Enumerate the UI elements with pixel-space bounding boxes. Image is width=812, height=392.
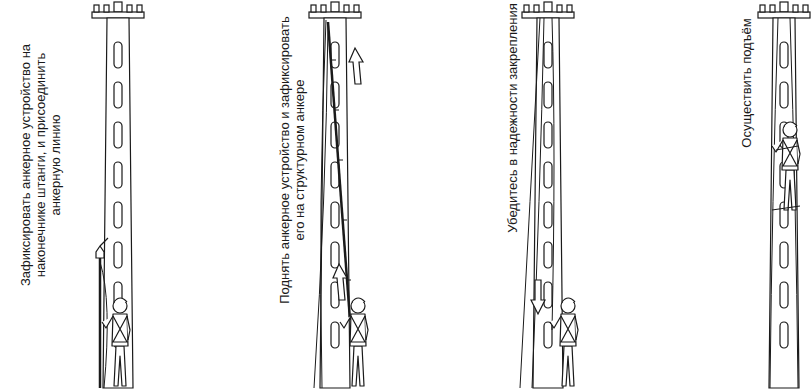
step-caption: Осуществить подъём [739,3,754,163]
step-caption: Зафиксировать анкерное устройство на нак… [18,25,63,305]
step-caption: Поднять анкерное устройство и зафиксиров… [277,15,307,305]
step-caption: Убедитесь в надежности закрепления [505,3,520,233]
